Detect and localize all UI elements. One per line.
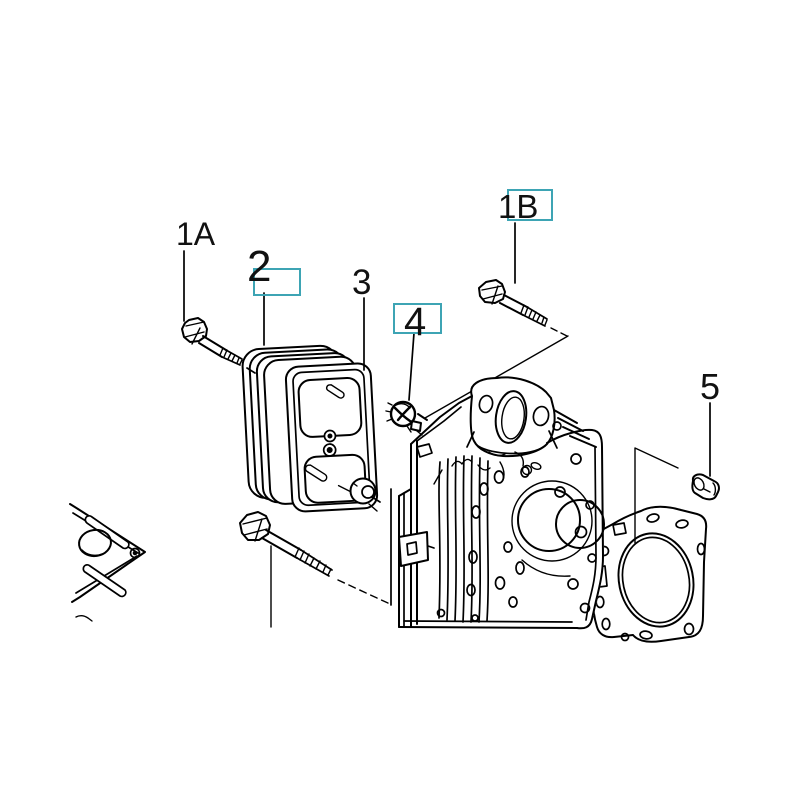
callout-box-1b (507, 189, 553, 221)
grommet (349, 477, 381, 512)
dowel-pin (691, 473, 720, 501)
screw-part-4 (385, 400, 423, 436)
bolt-1a (181, 317, 256, 374)
pin-leader-line (634, 447, 679, 544)
callout-5[interactable]: 5 (700, 366, 721, 407)
callout-4[interactable]: 4 (404, 300, 427, 344)
head-gasket (591, 505, 708, 643)
callout-box-2 (253, 268, 301, 296)
bolt-1b-pointer-line (417, 327, 569, 421)
callout-box-4 (393, 303, 442, 334)
lower-head-bolt (239, 511, 391, 628)
valve-cover-gasket (284, 362, 379, 513)
corner-gasket (69, 503, 146, 622)
callout-1b[interactable]: 1B (498, 188, 539, 225)
callout-1a[interactable]: 1A (176, 216, 216, 252)
callout-leader-lines (183, 222, 711, 477)
bolt-1b (478, 279, 548, 327)
cylinder-head (390, 376, 605, 630)
callout-3[interactable]: 3 (352, 263, 372, 302)
callout-2[interactable]: 2 (247, 242, 272, 291)
